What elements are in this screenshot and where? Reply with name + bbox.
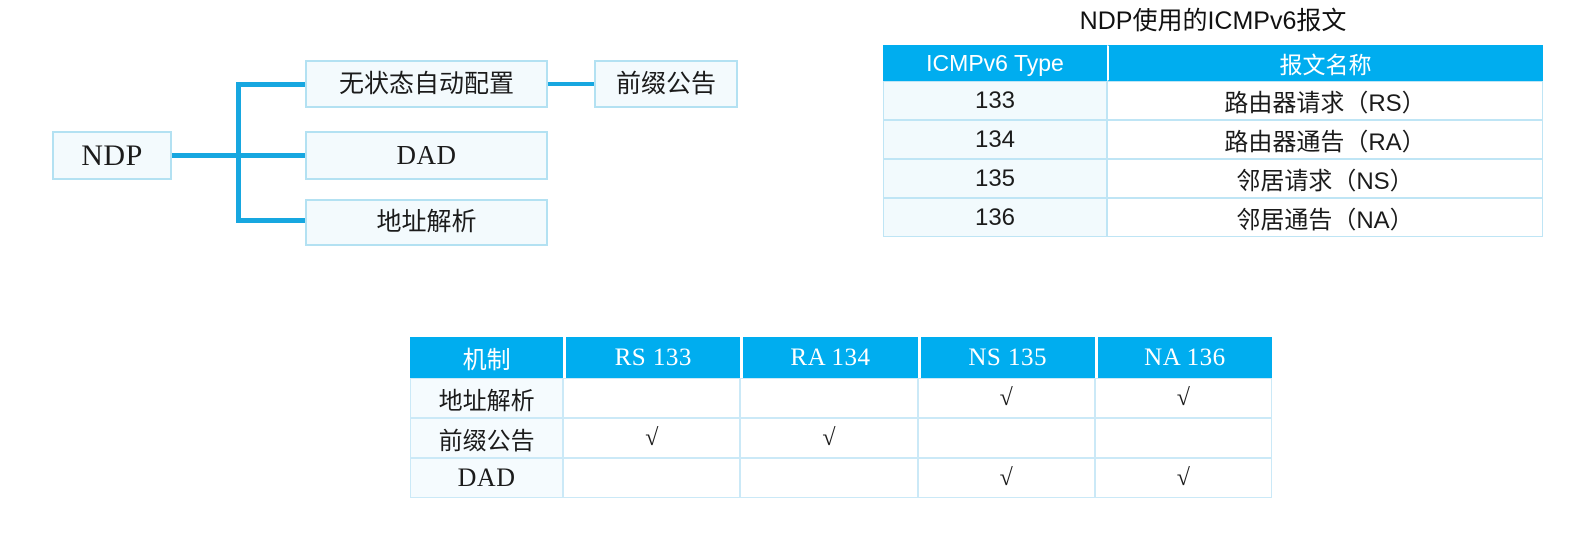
- table-row: 地址解析 √ √: [410, 378, 1272, 418]
- node-dad: DAD: [305, 131, 548, 180]
- cell-mechanism: DAD: [410, 458, 564, 498]
- node-address-resolution-label: 地址解析: [376, 208, 477, 236]
- cell-na-136: √: [1094, 378, 1272, 418]
- connector-to-dad: [236, 153, 307, 158]
- cell-na-136: √: [1094, 458, 1272, 498]
- table-row: 136 邻居通告（NA）: [883, 198, 1543, 238]
- column-header-na-136: NA 136: [1094, 337, 1272, 378]
- table-row: 133 路由器请求（RS）: [883, 81, 1543, 121]
- cell-icmpv6-type: 136: [883, 198, 1107, 238]
- column-header-mechanism: 机制: [410, 337, 564, 378]
- icmp-message-table: ICMPv6 Type 报文名称 133 路由器请求（RS） 134 路由器通告…: [883, 45, 1543, 238]
- cell-rs-133: √: [563, 418, 741, 458]
- cell-ra-134: √: [740, 418, 918, 458]
- cell-icmpv6-type: 134: [883, 120, 1107, 160]
- cell-message-name: 邻居通告（NA）: [1107, 198, 1543, 238]
- cell-ra-134: [740, 458, 918, 498]
- node-address-resolution: 地址解析: [305, 199, 548, 246]
- icmp-message-section: NDP使用的ICMPv6报文 ICMPv6 Type 报文名称 133 路由器请…: [883, 6, 1543, 238]
- ndp-tree-diagram: NDP 无状态自动配置 DAD 地址解析 前缀公告: [0, 0, 800, 300]
- node-dad-label: DAD: [396, 140, 457, 170]
- cell-icmpv6-type: 135: [883, 159, 1107, 199]
- connector-vertical-spine: [236, 82, 241, 223]
- node-stateless-autoconfig-label: 无状态自动配置: [338, 69, 514, 98]
- connector-to-slaac: [236, 82, 307, 87]
- table-row: 前缀公告 √ √: [410, 418, 1272, 458]
- node-prefix-advertisement-label: 前缀公告: [615, 69, 716, 98]
- cell-ns-135: [917, 418, 1095, 458]
- connector-slaac-to-prefix: [548, 82, 596, 86]
- node-ndp: NDP: [52, 131, 172, 180]
- column-header-rs-133: RS 133: [563, 337, 741, 378]
- node-ndp-label: NDP: [81, 138, 143, 172]
- cell-message-name: 路由器通告（RA）: [1107, 120, 1543, 160]
- table-header-row: 机制 RS 133 RA 134 NS 135 NA 136: [410, 337, 1272, 378]
- table-row: DAD √ √: [410, 458, 1272, 498]
- node-stateless-autoconfig: 无状态自动配置: [305, 60, 548, 108]
- cell-mechanism: 前缀公告: [410, 418, 564, 458]
- connector-to-address-resolution: [236, 218, 307, 223]
- cell-rs-133: [563, 378, 741, 418]
- cell-rs-133: [563, 458, 741, 498]
- column-header-message-name: 报文名称: [1107, 45, 1543, 82]
- table-row: 134 路由器通告（RA）: [883, 120, 1543, 160]
- cell-na-136: [1094, 418, 1272, 458]
- column-header-ra-134: RA 134: [740, 337, 918, 378]
- node-prefix-advertisement: 前缀公告: [594, 60, 738, 108]
- cell-ra-134: [740, 378, 918, 418]
- column-header-ns-135: NS 135: [917, 337, 1095, 378]
- cell-ns-135: √: [917, 458, 1095, 498]
- table-header-row: ICMPv6 Type 报文名称: [883, 45, 1543, 82]
- column-header-icmpv6-type: ICMPv6 Type: [883, 45, 1107, 82]
- table-row: 135 邻居请求（NS）: [883, 159, 1543, 199]
- mechanism-matrix-section: 机制 RS 133 RA 134 NS 135 NA 136 地址解析 √ √ …: [410, 337, 1272, 498]
- cell-mechanism: 地址解析: [410, 378, 564, 418]
- cell-message-name: 路由器请求（RS）: [1107, 81, 1543, 121]
- cell-ns-135: √: [917, 378, 1095, 418]
- cell-message-name: 邻居请求（NS）: [1107, 159, 1543, 199]
- mechanism-message-matrix-table: 机制 RS 133 RA 134 NS 135 NA 136 地址解析 √ √ …: [410, 337, 1272, 498]
- icmp-table-title: NDP使用的ICMPv6报文: [1079, 7, 1347, 35]
- connector-root-to-spine: [172, 153, 240, 158]
- cell-icmpv6-type: 133: [883, 81, 1107, 121]
